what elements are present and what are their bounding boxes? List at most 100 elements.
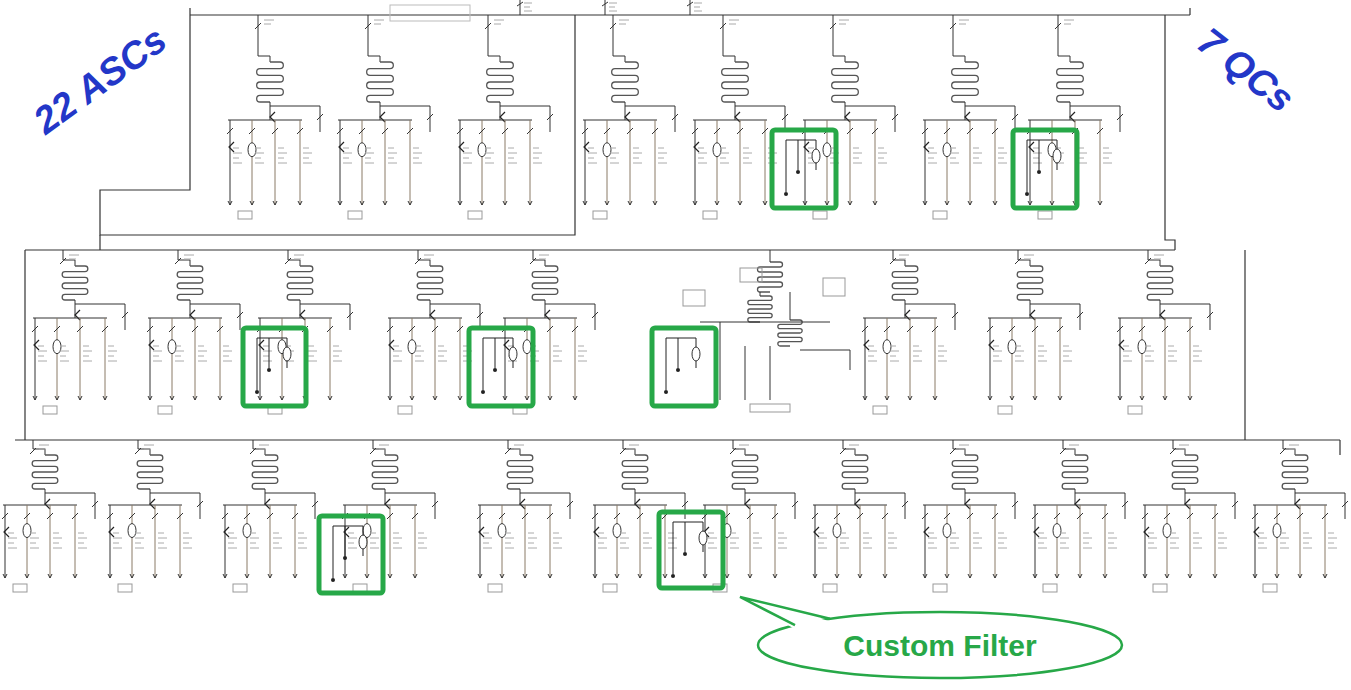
breaker-symbol <box>387 513 393 519</box>
motor-symbol <box>713 143 721 157</box>
tag-text-mark <box>413 148 422 163</box>
tag-text-mark <box>485 148 494 163</box>
unit-bus <box>228 120 302 121</box>
breaker-symbol <box>272 128 278 134</box>
unit-bus <box>803 120 877 121</box>
breaker-symbol <box>637 513 643 519</box>
drive-symbol <box>339 142 344 152</box>
tag-text-mark <box>528 533 537 548</box>
terminal-symbol <box>923 574 927 578</box>
drive-symbol <box>459 142 464 152</box>
terminal-symbol <box>245 574 249 578</box>
breaker-symbol <box>672 114 678 120</box>
transformer-coil <box>622 455 648 489</box>
drive-symbol <box>989 340 994 350</box>
breaker-symbol <box>1117 114 1123 120</box>
drop-line <box>995 120 996 205</box>
breaker-symbol <box>1207 312 1213 318</box>
breaker-symbol <box>902 501 908 507</box>
tag-text-mark <box>158 533 167 548</box>
unit-bus <box>593 505 667 506</box>
terminal-symbol <box>3 574 7 578</box>
drop-line <box>105 318 106 400</box>
drop-line <box>925 120 926 205</box>
terminal-symbol <box>413 574 417 578</box>
breaker-symbol <box>72 513 78 519</box>
transformer-coil <box>758 262 783 292</box>
tag-text-mark <box>739 445 749 449</box>
tag-text-mark <box>729 20 739 24</box>
transformer-coil <box>252 455 278 489</box>
terminal-symbol <box>1010 396 1014 400</box>
transformer-coil <box>177 266 203 300</box>
drop-line <box>935 318 936 400</box>
terminal-symbol <box>55 396 59 400</box>
drive-unit <box>1117 250 1213 414</box>
tag-text-mark <box>273 533 282 548</box>
unit-bus <box>693 120 767 121</box>
filter-symbol <box>812 149 820 163</box>
breaker-symbol <box>602 2 608 6</box>
tag-box <box>933 584 947 592</box>
terminal-symbol <box>653 201 657 205</box>
filter-branch <box>483 338 513 390</box>
breaker-symbol <box>177 513 183 519</box>
branch-line <box>385 493 435 519</box>
breaker-symbol <box>890 258 896 264</box>
terminal-symbol <box>228 201 232 205</box>
unit-bus <box>388 318 462 319</box>
terminal-symbol <box>1028 201 1032 205</box>
tag-text-mark <box>418 533 427 548</box>
tag-text-mark <box>514 445 524 449</box>
breaker-symbol <box>412 513 418 519</box>
drop-line <box>695 120 696 205</box>
tag-text-mark <box>539 255 549 259</box>
terminal-symbol <box>1298 574 1302 578</box>
terminal-symbol <box>503 201 507 205</box>
transformer-coil <box>1282 455 1308 489</box>
drop-line <box>630 120 631 205</box>
tag-text-mark <box>888 533 897 548</box>
tag-box <box>823 584 837 592</box>
drop-line <box>460 120 461 205</box>
feeder-line <box>635 489 636 505</box>
transformer-coil <box>62 266 88 300</box>
motor-symbol <box>408 340 416 354</box>
terminal-symbol <box>433 396 437 400</box>
tag-text-mark <box>415 346 424 361</box>
unit-bus <box>108 505 182 506</box>
terminal-symbol <box>388 396 392 400</box>
filter-symbol <box>1053 149 1061 163</box>
custom-filter-group <box>1013 130 1077 208</box>
filter-node <box>493 368 497 372</box>
drive-symbol <box>745 499 750 509</box>
bus-line <box>99 235 100 250</box>
transformer-coil <box>32 455 58 489</box>
tag-text-mark <box>633 148 642 163</box>
drive-unit <box>1142 440 1238 592</box>
feeder-line <box>855 489 856 505</box>
terminal-symbol <box>410 396 414 400</box>
terminal-symbol <box>715 201 719 205</box>
motor-symbol <box>23 524 31 538</box>
drop-line <box>435 318 436 400</box>
feeder-line <box>1173 440 1185 455</box>
filter-symbol <box>699 531 707 545</box>
filter-node <box>796 170 800 174</box>
terminal-symbol <box>218 396 222 400</box>
tag-text-mark <box>83 346 92 361</box>
breaker-symbol <box>24 513 30 519</box>
drive-symbol <box>34 340 39 350</box>
incomer-line <box>605 0 606 15</box>
incomer-line <box>690 0 691 15</box>
tag-text-mark <box>365 148 374 163</box>
unit-bus <box>583 120 657 121</box>
branch-line <box>1185 493 1235 519</box>
tag-text-mark <box>1303 533 1312 548</box>
terminal-symbol <box>933 396 937 400</box>
breaker-symbol <box>847 128 853 134</box>
tag-text-mark <box>393 533 402 548</box>
breaker-symbol <box>517 2 523 6</box>
breaker-symbol <box>502 128 508 134</box>
tag-text-mark <box>183 533 192 548</box>
